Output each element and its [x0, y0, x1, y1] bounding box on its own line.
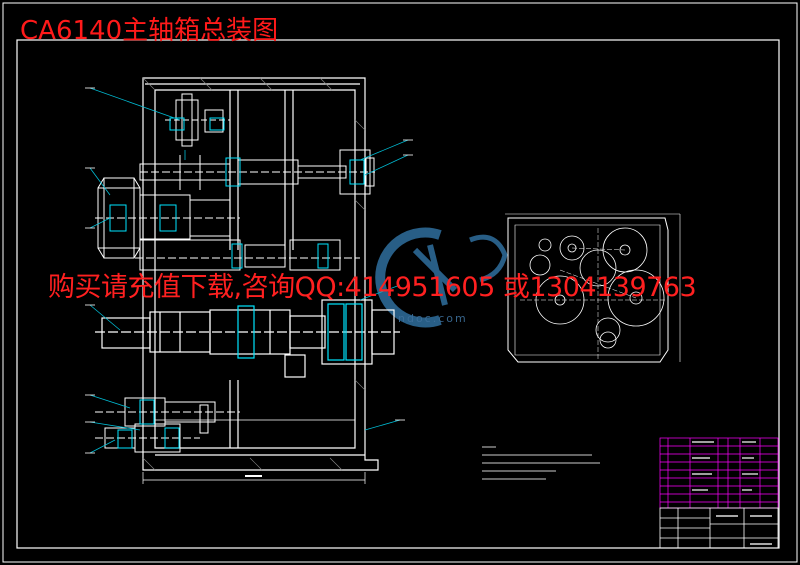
parts-list-entries: [692, 441, 758, 491]
drawing-title: CA6140主轴箱总装图: [20, 16, 279, 46]
purchase-contact-text: 购买请充值下载,咨询QQ:414951605 或1304139763: [48, 272, 697, 303]
housing-hatch: [142, 77, 366, 471]
technical-notes: [482, 446, 600, 480]
pulley-group: [95, 177, 240, 259]
shaft-one: [139, 149, 375, 195]
leader-ends: [85, 87, 413, 454]
top-gear-group: [165, 93, 230, 147]
lower-gear-train: [95, 397, 240, 453]
main-spindle: [95, 299, 400, 378]
bottom-dimension: [142, 472, 366, 484]
parts-list-table: [659, 437, 779, 509]
leader-lines: [89, 87, 409, 454]
title-block-entries: [716, 515, 772, 545]
middle-shafts: [135, 239, 360, 271]
drawing-border: [16, 39, 780, 549]
expansion-view: [505, 213, 681, 363]
expansion-circles: [529, 227, 665, 349]
watermark-text: ndoc.com: [398, 312, 468, 325]
watermark-logo: [375, 227, 508, 328]
title-block: [659, 507, 779, 549]
expansion-centerlines: [520, 228, 665, 360]
